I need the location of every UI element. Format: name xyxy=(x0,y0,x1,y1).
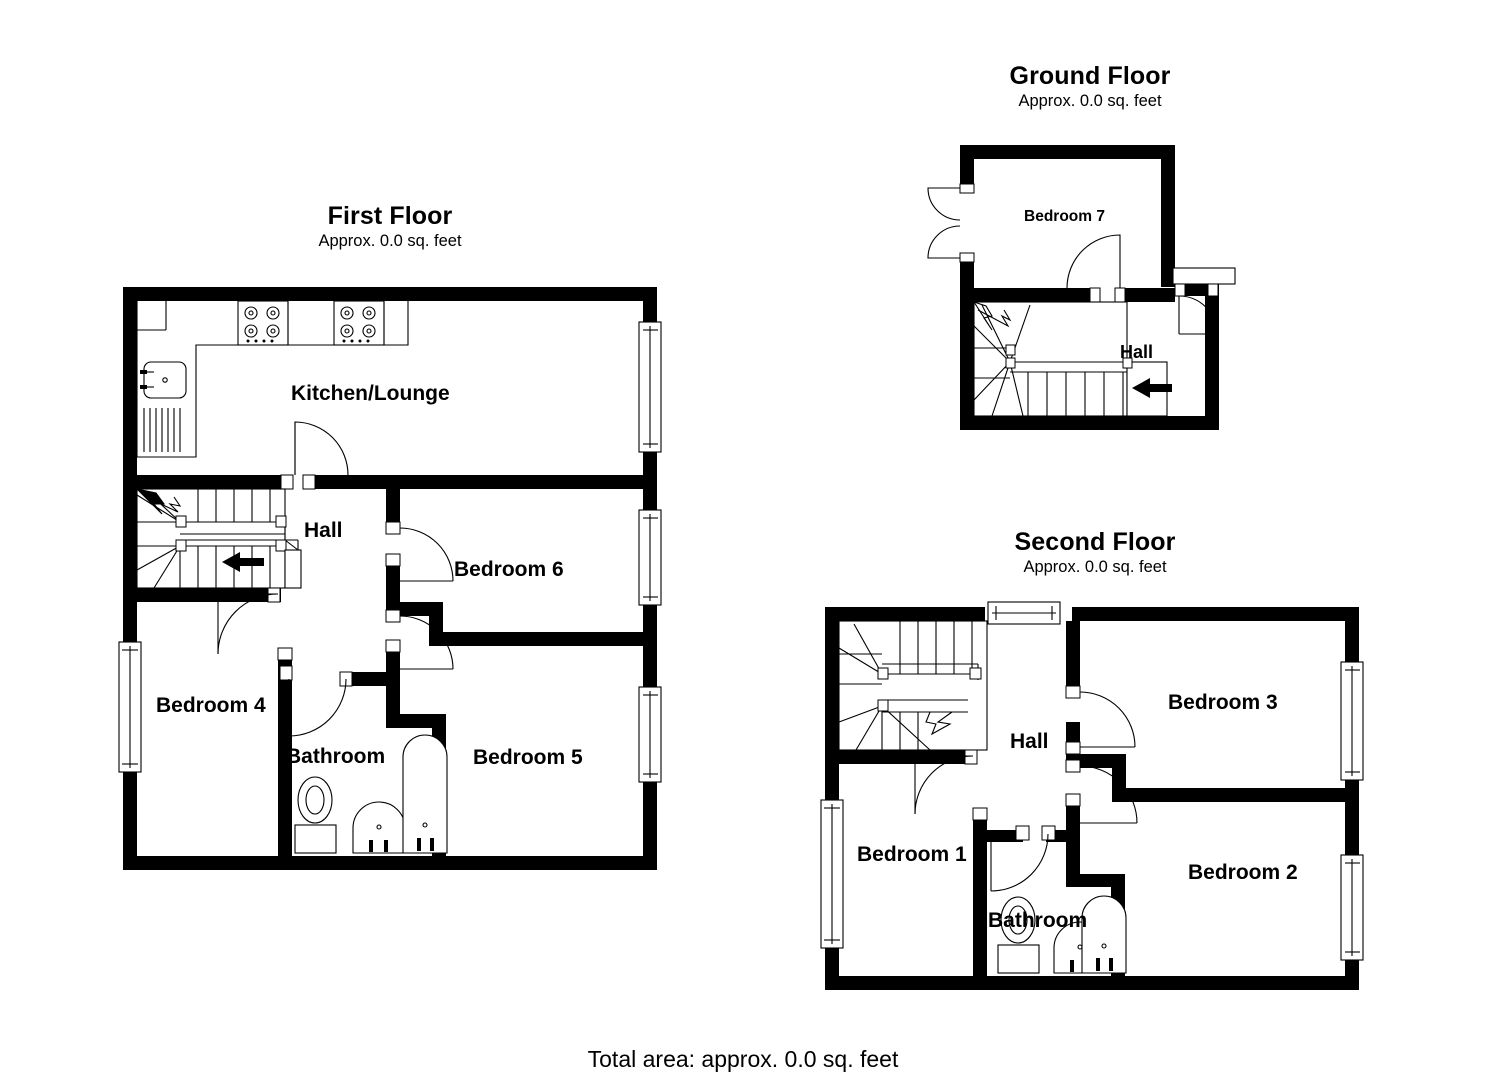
stairs-direction-arrow-first-icon xyxy=(222,552,264,572)
room-label-bedroom3: Bedroom 3 xyxy=(1168,691,1278,714)
wash-basin-icon xyxy=(352,801,406,854)
window-right-top-icon xyxy=(1340,661,1364,781)
first-floor-area: Approx. 0.0 sq. feet xyxy=(318,232,462,250)
window-left-second-icon xyxy=(820,799,844,949)
room-label-bedroom4: Bedroom 4 xyxy=(156,694,266,717)
bedroom4-door-icon xyxy=(217,587,293,661)
room-label-bedroom7: Bedroom 7 xyxy=(1024,208,1105,225)
bath-icon-second xyxy=(1081,895,1127,974)
window-right-3-icon xyxy=(638,686,662,783)
kitchen-units xyxy=(136,300,409,458)
bathroom-door-icon xyxy=(279,665,353,737)
first-floor-plan: Kitchen/Lounge Hall Bedroom 6 Bedroom 4 … xyxy=(118,282,678,882)
first-floor-title: First Floor xyxy=(327,202,453,230)
bedroom2-door-icon xyxy=(1065,759,1138,824)
toilet-icon-second xyxy=(997,896,1040,974)
room-label-bathroom-first: Bathroom xyxy=(286,745,386,768)
staircase-down-icon xyxy=(135,488,302,589)
kitchen-door-icon xyxy=(280,421,349,490)
ground-floor-area: Approx. 0.0 sq. feet xyxy=(1018,92,1162,110)
hob-right-icon xyxy=(333,300,385,346)
entrance-door-icon xyxy=(1172,267,1236,335)
staircase-down-second-icon xyxy=(838,620,988,751)
bedroom3-door-icon xyxy=(1065,685,1136,755)
toilet-icon xyxy=(294,776,337,854)
room-label-bedroom5: Bedroom 5 xyxy=(473,746,583,769)
room-label-bathroom-second: Bathroom xyxy=(988,909,1088,932)
bedroom6-door-icon xyxy=(385,521,454,582)
french-doors-icon xyxy=(927,183,975,263)
room-label-hall-ground: Hall xyxy=(1120,342,1154,362)
room-label-hall-second: Hall xyxy=(1010,730,1049,753)
second-floor-plan: Hall Bedroom 3 Bedroom 1 Bedroom 2 Bathr… xyxy=(820,601,1380,1012)
window-left-icon xyxy=(118,641,142,773)
ground-floor-plan: Bedroom 7 Hall xyxy=(927,140,1260,440)
bathroom-door-second-icon xyxy=(990,825,1056,892)
window-right-1-icon xyxy=(638,321,662,453)
stairs-direction-arrow-icon xyxy=(1132,378,1172,398)
total-area-text: Total area: approx. 0.0 sq. feet xyxy=(587,1046,899,1072)
second-floor-title: Second Floor xyxy=(1014,528,1176,556)
room-label-bedroom6: Bedroom 6 xyxy=(454,558,564,581)
second-floor-area: Approx. 0.0 sq. feet xyxy=(1023,558,1167,576)
bath-icon xyxy=(402,734,448,854)
bedroom5-door-icon xyxy=(385,609,454,670)
room-label-bedroom2: Bedroom 2 xyxy=(1188,861,1298,884)
window-right-bottom-icon xyxy=(1340,854,1364,961)
room-label-bedroom1: Bedroom 1 xyxy=(857,843,967,866)
room-label-hall-first: Hall xyxy=(304,519,343,542)
window-top-icon xyxy=(987,601,1061,625)
window-right-2-icon xyxy=(638,509,662,606)
sink-icon xyxy=(140,361,187,452)
bedroom1-door-icon xyxy=(914,749,988,821)
hob-left-icon xyxy=(237,300,289,346)
ground-floor-title: Ground Floor xyxy=(1009,62,1171,90)
room-label-kitchen-lounge: Kitchen/Lounge xyxy=(291,382,450,405)
